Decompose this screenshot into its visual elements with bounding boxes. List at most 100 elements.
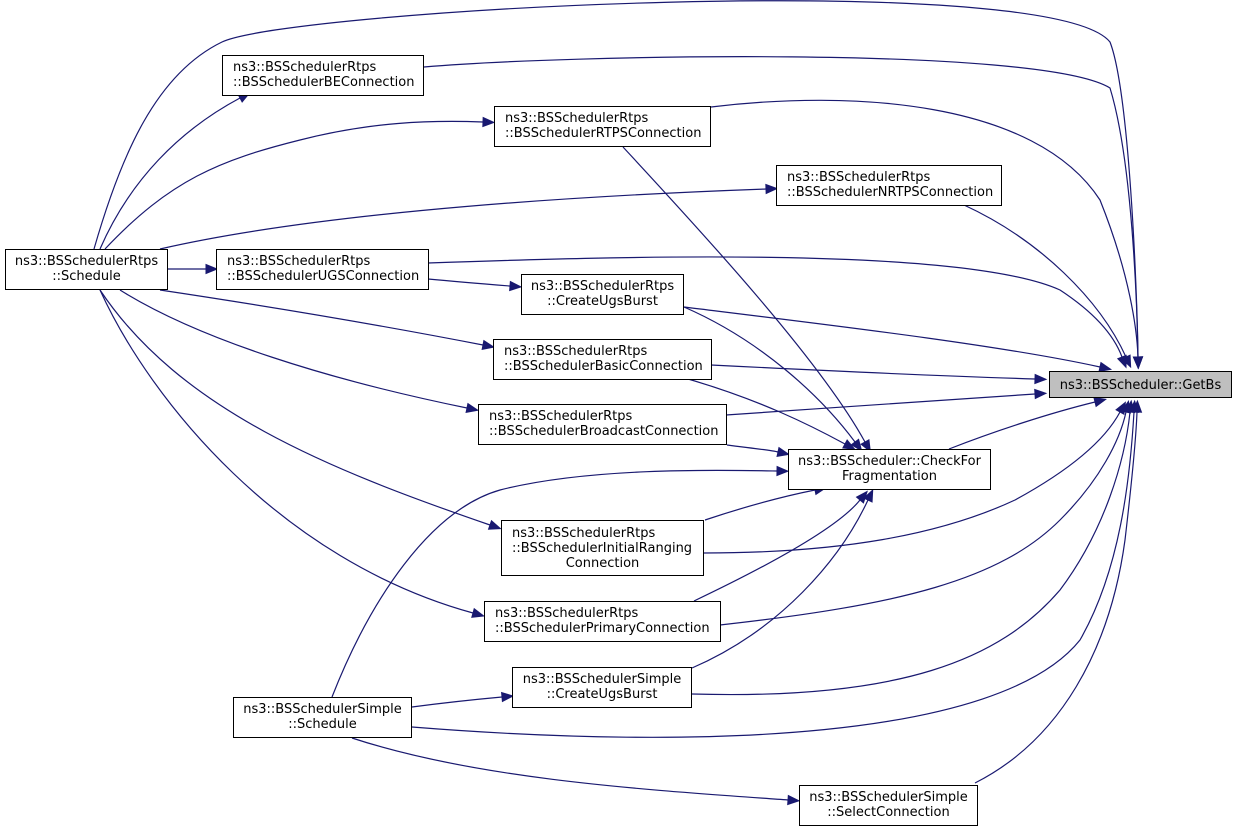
node-label: ns3::BSSchedulerRtps [512, 526, 655, 541]
edge-line [710, 364, 1036, 380]
arrowhead [482, 116, 496, 128]
node-label: ns3::BSSchedulerRtps [504, 344, 647, 359]
node-bsschedulerrtps-beconnection[interactable]: ns3::BSSchedulerRtps ::BSSchedulerBEConn… [222, 55, 424, 96]
node-label: ns3::BSSchedulerRtps [505, 111, 648, 126]
edge-rtps_schedule-to-be [99, 92, 251, 250]
node-bsschedulerrtps-basicconnection[interactable]: ns3::BSSchedulerRtps ::BSSchedulerBasicC… [493, 339, 712, 380]
node-label: ::CreateUgsBurst [547, 687, 658, 702]
edge-line [974, 411, 1138, 784]
edge-line [622, 146, 866, 443]
node-label: ns3::BSSchedulerSimple [243, 702, 401, 717]
node-bsschedulersimple-selectconnection[interactable]: ns3::BSSchedulerSimple ::SelectConnectio… [799, 785, 978, 826]
node-label: ::BSSchedulerRTPSConnection [505, 126, 701, 141]
edge-line [99, 289, 474, 614]
edge-rtps_schedule-to-primary [99, 289, 485, 618]
nodes-layer: ns3::BSScheduler::GetBs ns3::BSScheduler… [5, 55, 1232, 826]
node-label: ns3::BSSchedulerRtps [787, 170, 930, 185]
node-label: ns3::BSSchedulerRtps [489, 409, 632, 424]
arrowhead [509, 280, 523, 292]
edge-line [683, 306, 1101, 368]
edge-basic-to-cff [687, 378, 856, 450]
node-label: ns3::BSSchedulerRtps [495, 606, 638, 621]
arrowhead [501, 691, 515, 703]
arrowhead [1131, 399, 1143, 413]
edge-line [104, 120, 484, 250]
node-label: Fragmentation [842, 469, 937, 484]
node-label: ::CreateUgsBurst [547, 294, 658, 309]
edge-rtps_schedule-to-initrang [99, 289, 502, 530]
edge-bcast-to-cff [726, 444, 791, 458]
edge-line [693, 499, 861, 602]
edge-line [331, 469, 778, 698]
node-label: ::Schedule [52, 269, 121, 284]
node-label: ns3::BSSchedulerRtps [227, 254, 370, 269]
edge-line [963, 204, 1127, 358]
node-label: ::BSSchedulerInitialRanging [512, 541, 692, 556]
arrowhead [863, 488, 874, 503]
edge-line [726, 444, 779, 453]
arrowhead [850, 438, 863, 452]
node-bsschedulerrtps-broadcastconnection[interactable]: ns3::BSSchedulerRtps ::BSSchedulerBroadc… [478, 404, 727, 445]
edge-primary-to-getbs [719, 399, 1132, 626]
arrowhead [1098, 361, 1113, 373]
edge-rtps_cub-to-getbs [683, 306, 1113, 373]
node-bsschedulersimple-createugsburst[interactable]: ns3::BSSchedulerSimple ::CreateUgsBurst [512, 667, 692, 708]
edge-line [427, 256, 1123, 358]
arrowhead [860, 439, 871, 453]
edge-initrang-to-cff [704, 484, 828, 521]
arrowhead [1034, 388, 1048, 400]
arrowhead [481, 339, 496, 351]
edge-line [710, 99, 1139, 358]
edge-selconn-to-getbs [974, 399, 1143, 784]
node-label: ::BSSchedulerBroadcastConnection [489, 424, 718, 439]
node-label: ::BSSchedulerPrimaryConnection [495, 621, 710, 636]
arrowhead [765, 183, 779, 195]
edge-rtps_schedule-to-bcast [119, 289, 480, 414]
edge-nrtps-to-getbs [963, 204, 1132, 369]
edge-line [683, 306, 856, 443]
arrowhead [787, 794, 801, 806]
edge-rtps_schedule-to-ugs [168, 263, 219, 275]
edge-be-to-getbs [423, 56, 1144, 370]
node-bsschedulersimple-schedule[interactable]: ns3::BSSchedulerSimple ::Schedule [233, 697, 412, 738]
edges-layer [93, 0, 1144, 806]
node-label: ::SelectConnection [827, 805, 949, 820]
edge-line [948, 401, 1096, 450]
edge-line [159, 289, 484, 346]
edge-line [719, 411, 1127, 626]
node-label: Connection [566, 556, 640, 571]
node-bsschedulerrtps-createugsburst[interactable]: ns3::BSSchedulerRtps ::CreateUgsBurst [521, 274, 684, 315]
node-bsschedulerrtps-rtpsconnection[interactable]: ns3::BSSchedulerRtps ::BSSchedulerRTPSCo… [494, 106, 711, 147]
edge-simple_schedule-to-selconn [351, 737, 801, 806]
edge-line [93, 0, 1139, 358]
node-bsschedulerrtps-nrtpsconnection[interactable]: ns3::BSSchedulerRtps ::BSSchedulerNRTPSC… [776, 165, 1002, 206]
edge-line [159, 188, 767, 250]
node-bsscheduler-checkforfragmentation[interactable]: ns3::BSScheduler::CheckFor Fragmentation [788, 449, 991, 490]
node-bsscheduler-getbs[interactable]: ns3::BSScheduler::GetBs [1049, 371, 1232, 398]
edge-cff-to-getbs [948, 397, 1107, 450]
node-label: ns3::BSScheduler::GetBs [1060, 378, 1222, 393]
node-label: ::Schedule [288, 717, 357, 732]
node-bsschedulerrtps-initialrangingconnection[interactable]: ns3::BSSchedulerRtps ::BSSchedulerInitia… [501, 520, 704, 576]
edge-line [99, 97, 241, 250]
edge-line [687, 378, 846, 445]
node-label: ::BSSchedulerBasicConnection [504, 359, 703, 374]
arrowhead [1034, 373, 1048, 385]
edge-ugs-to-rtps_cub [427, 278, 523, 292]
node-bsschedulerrtps-ugsconnection[interactable]: ns3::BSSchedulerRtps ::BSSchedulerUGSCon… [216, 249, 429, 290]
edge-line [411, 696, 503, 708]
arrowhead [465, 402, 480, 414]
arrowhead [487, 519, 502, 530]
edge-line [691, 499, 869, 669]
node-label: ns3::BSSchedulerRtps [233, 60, 376, 75]
arrowhead [776, 446, 791, 458]
node-label: ns3::BSSchedulerSimple [809, 790, 967, 805]
arrowhead [1093, 397, 1107, 408]
edge-simple_cub-to-getbs [691, 399, 1136, 696]
edge-simple_schedule-to-simple_cub [411, 691, 515, 708]
node-bsschedulerrtps-primaryconnection[interactable]: ns3::BSSchedulerRtps ::BSSchedulerPrimar… [484, 601, 721, 642]
edge-line [99, 289, 491, 526]
arrowhead [842, 439, 856, 450]
node-label: ::BSSchedulerNRTPSConnection [787, 185, 993, 200]
node-bsschedulerrtps-schedule[interactable]: ns3::BSSchedulerRtps ::Schedule [5, 249, 168, 290]
